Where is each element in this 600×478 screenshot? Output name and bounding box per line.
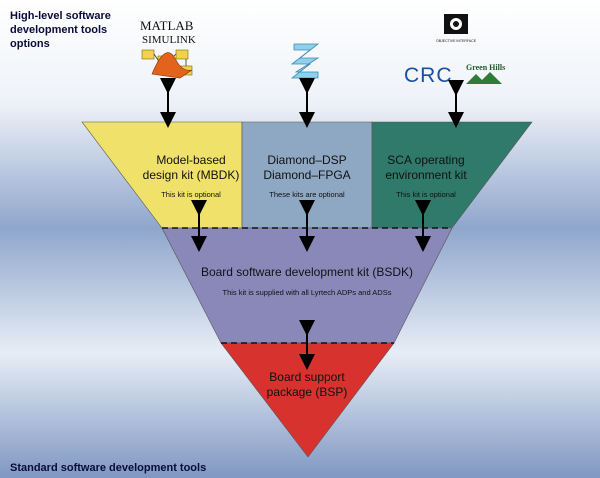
mbdk-label-line1: Model-based [156,153,225,167]
green-hills-mountain-icon [466,72,502,84]
bsp-label-line2: package (BSP) [267,385,348,399]
dsp-label-line2: Diamond–FPGA [263,168,350,182]
green-hills-logo-text: Green Hills [466,63,505,72]
diamond-logo-icon [290,43,320,79]
corner-label-bottom: Standard software development tools [10,462,206,474]
crc-logo-text: CRC [404,64,453,87]
green-hills-logo: Green Hills [466,63,505,84]
bsp-label-line1: Board support [269,370,345,384]
sca-label-line2: environment kit [385,168,467,182]
simulink-blocks-icon [141,49,193,79]
sca-note: This kit is optional [396,190,456,199]
objective-interface-logo-text: OBJECTIVE INTERFACE [436,39,477,43]
sca-label-line1: SCA operating [387,153,464,167]
matlab-simulink-logo: MATLAB SIMULINK [140,18,196,79]
matlab-logo-text: MATLAB [140,18,194,33]
mbdk-note: This kit is optional [161,190,221,199]
mbdk-label-line2: design kit (MBDK) [143,168,240,182]
corner-label-top-line1: High-level software [10,10,111,22]
corner-label-top-line3: options [10,38,50,50]
bsdk-note: This kit is supplied with all Lyrtech AD… [223,288,392,297]
corner-label-top-line2: development tools [10,24,107,36]
objective-interface-logo: OBJECTIVE INTERFACE [436,14,477,43]
dsp-note: These kits are optional [269,190,345,199]
connector-arrows [160,78,464,370]
bsdk-label: Board software development kit (BSDK) [201,265,413,279]
simulink-logo-text: SIMULINK [142,34,196,46]
dsp-label-line1: Diamond–DSP [267,153,346,167]
